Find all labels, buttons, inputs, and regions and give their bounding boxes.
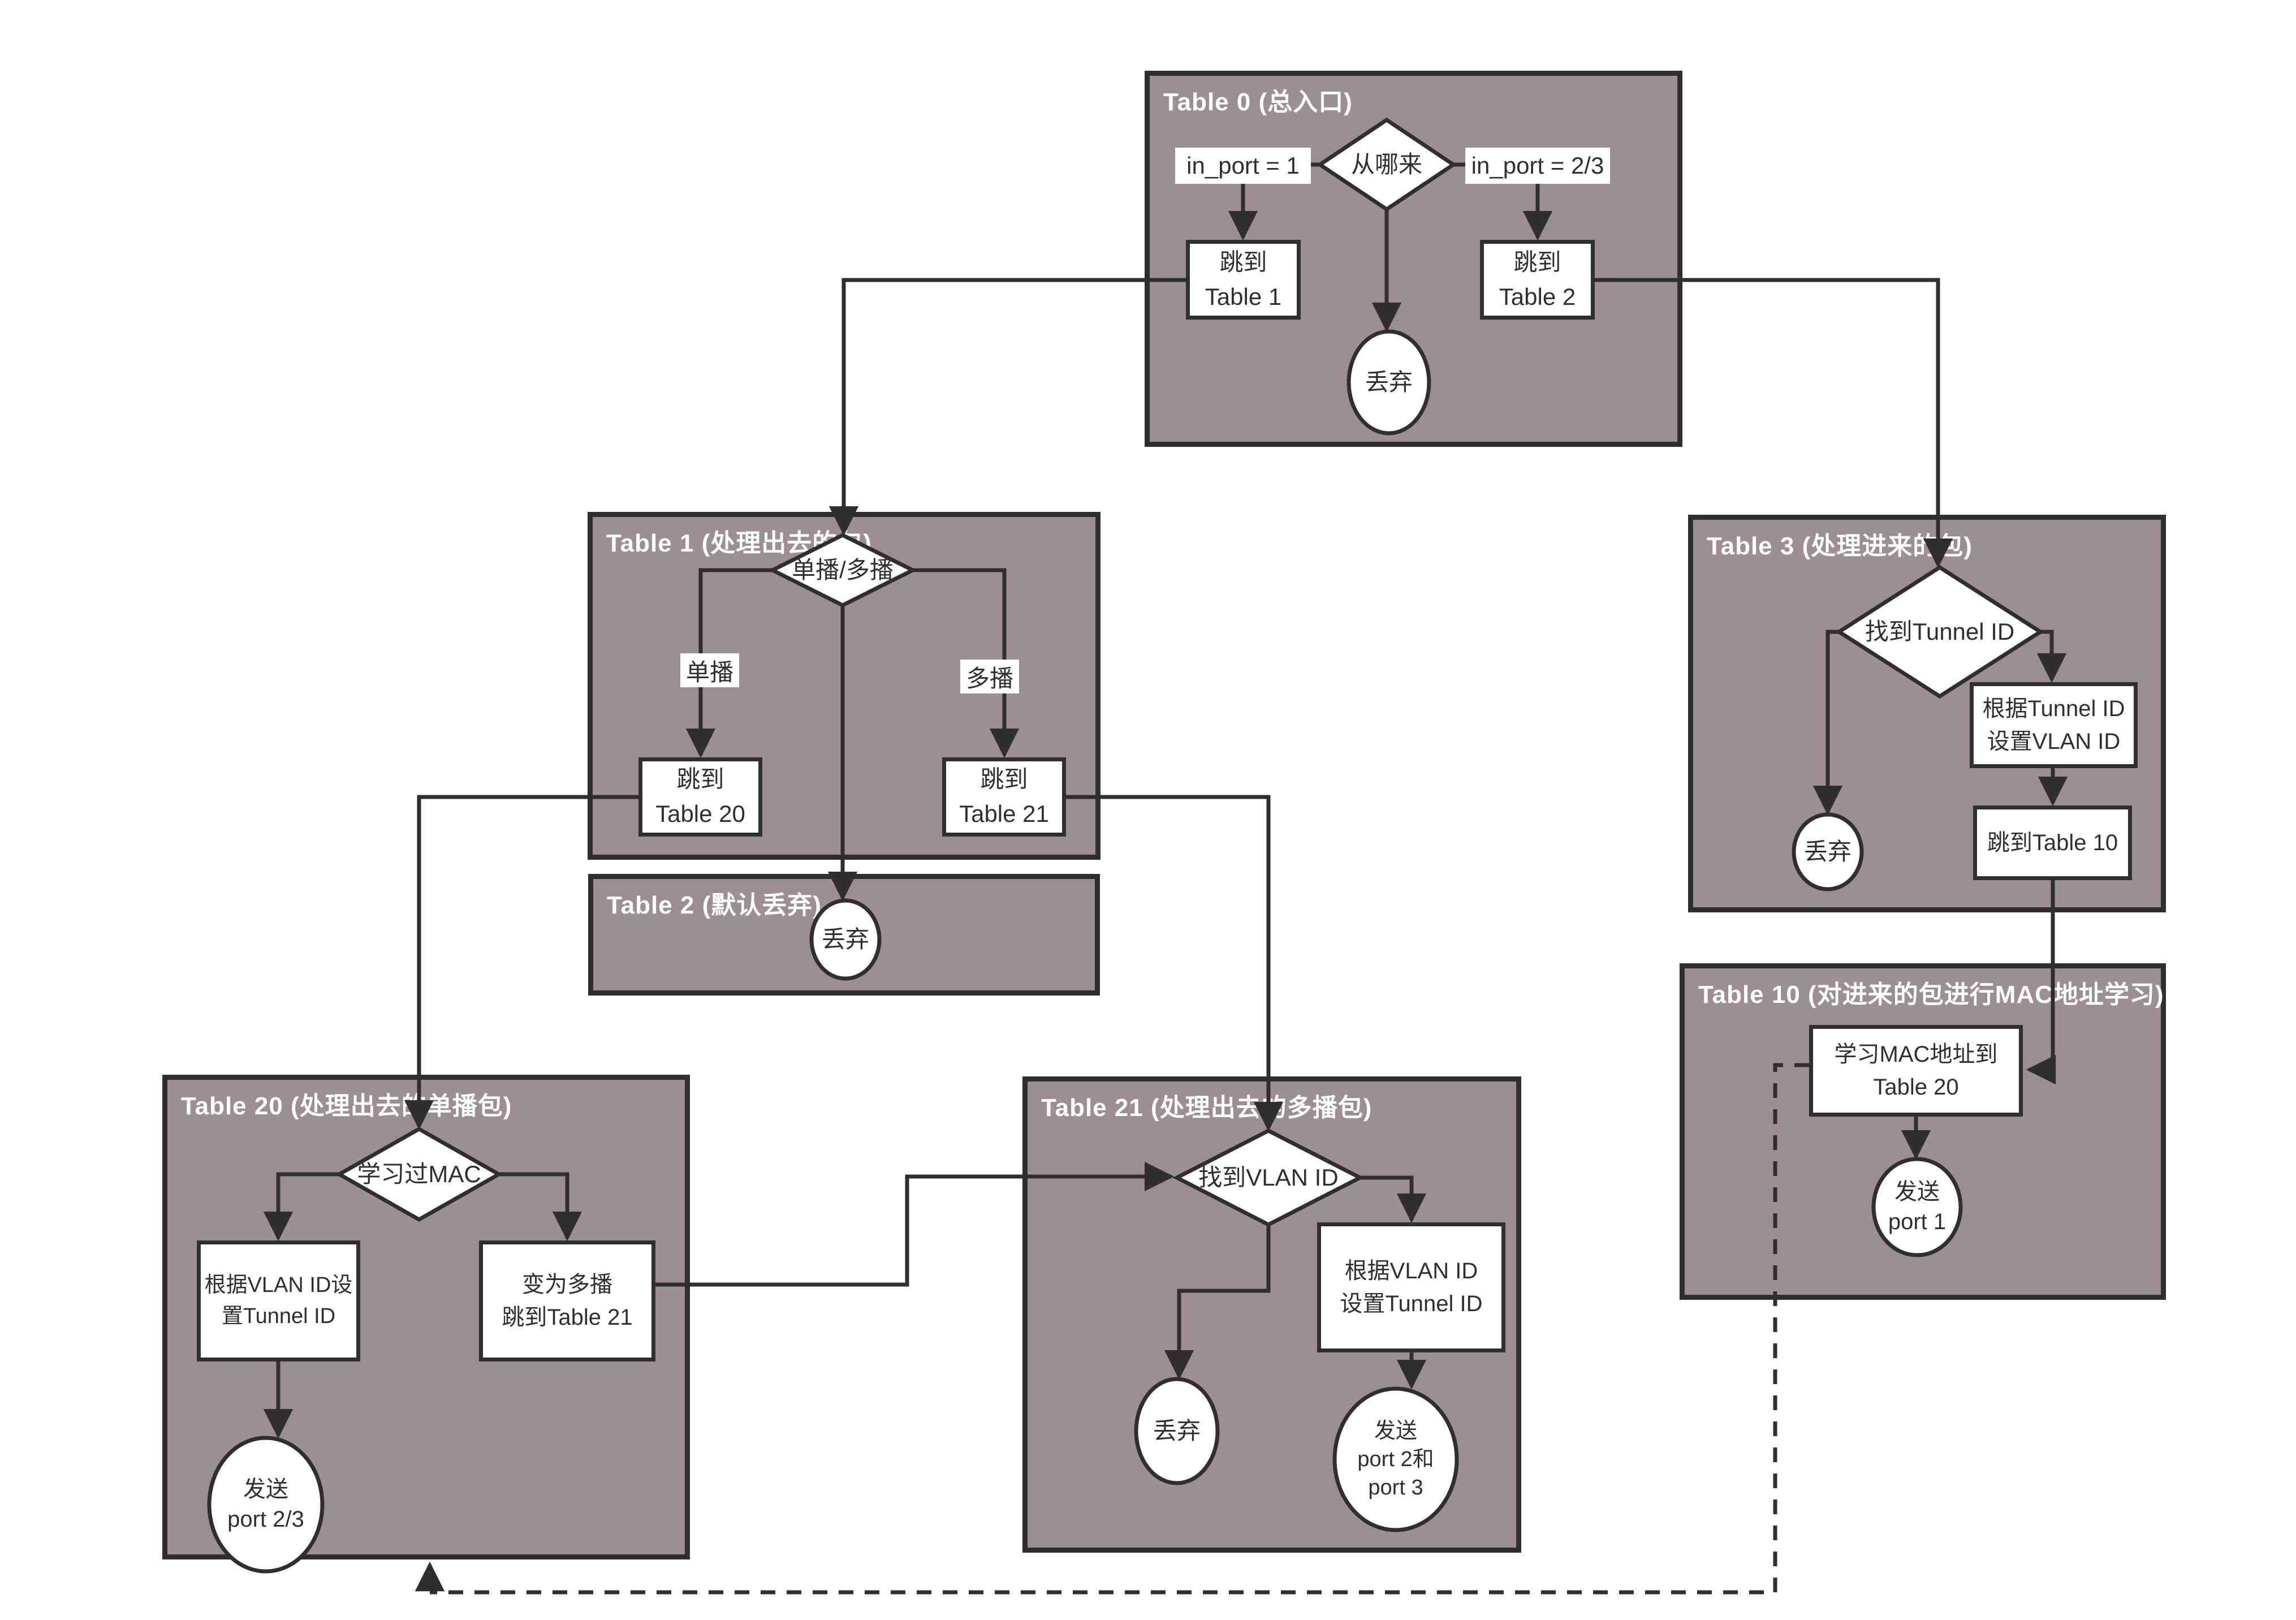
edge-label-in-port-1: in_port = 1 xyxy=(1175,148,1311,184)
edge-t0-to-t1 xyxy=(828,278,1186,536)
decision-vlan-id-shape xyxy=(1172,1128,1365,1227)
edge-t10-feedback-dashed xyxy=(430,1063,1809,1595)
table-10-title: Table 10 (对进来的包进行MAC地址学习) xyxy=(1698,981,2164,1009)
terminal-t21-discard-shape xyxy=(1134,1377,1220,1485)
process-t20-set-tunnel: 根据VLAN ID设 置Tunnel ID xyxy=(197,1240,360,1362)
edge-label-multicast: 多播 xyxy=(960,660,1019,693)
terminal-t10-send-shape xyxy=(1871,1157,1963,1257)
decision-uni-multi-shape xyxy=(768,533,917,608)
edge-t21-decision-to-discard xyxy=(1164,1225,1271,1380)
decision-tunnel-id-shape xyxy=(1835,565,2044,699)
process-t0-jump-table1: 跳到 Table 1 xyxy=(1186,240,1301,320)
process-t1-jump-table20: 跳到 Table 20 xyxy=(638,757,762,837)
process-t20-to-multicast: 变为多播 跳到Table 21 xyxy=(479,1240,655,1362)
process-t3-set-vlan: 根据Tunnel ID 设置VLAN ID xyxy=(1970,682,2138,768)
table-21-title: Table 21 (处理出去的多播包) xyxy=(1041,1094,1373,1122)
edge-t3-decision-to-setvlan xyxy=(2036,630,2067,683)
terminal-t3-discard-shape xyxy=(1792,812,1864,891)
edge-t21-decision-to-settunnel xyxy=(1360,1175,1427,1223)
table-2-title: Table 2 (默认丢弃) xyxy=(607,891,822,919)
process-t1-jump-table21: 跳到 Table 21 xyxy=(942,757,1066,837)
edge-t1-decision-to-jump20 xyxy=(685,568,772,759)
edge-t20-decision-to-settunnel xyxy=(263,1172,339,1242)
terminal-t2-discard-shape xyxy=(809,898,882,981)
edge-t1-to-t21 xyxy=(1066,795,1284,1132)
edge-t3-to-t10 xyxy=(2026,880,2056,1085)
edge-t20-to-t21 xyxy=(655,1161,1175,1287)
edge-t1-decision-to-jump21 xyxy=(913,568,1020,759)
terminal-t21-send-shape xyxy=(1332,1386,1459,1532)
edge-t0-to-t3 xyxy=(1595,278,1953,568)
edge-t20-decision-to-multicast xyxy=(499,1172,582,1242)
edge-label-unicast: 单播 xyxy=(680,653,739,687)
process-t3-jump-table10: 跳到Table 10 xyxy=(1973,805,2132,880)
process-t10-learn-mac: 学习MAC地址到 Table 20 xyxy=(1809,1025,2023,1117)
edge-label-in-port-2-3: in_port = 2/3 xyxy=(1465,148,1610,184)
decision-from-where-shape xyxy=(1316,117,1457,212)
table-20-title: Table 20 (处理出去的单播包) xyxy=(181,1092,512,1120)
table-0-title: Table 0 (总入口) xyxy=(1163,88,1353,116)
terminal-t0-discard-shape xyxy=(1346,329,1431,436)
process-t21-set-tunnel: 根据VLAN ID 设置Tunnel ID xyxy=(1317,1222,1505,1352)
decision-learned-mac-shape xyxy=(335,1126,503,1222)
process-t0-jump-table2: 跳到 Table 2 xyxy=(1480,240,1595,320)
edge-t3-decision-to-discard xyxy=(1812,630,1843,816)
terminal-t20-send-shape xyxy=(207,1436,325,1574)
edge-t1-to-t20 xyxy=(404,795,638,1130)
